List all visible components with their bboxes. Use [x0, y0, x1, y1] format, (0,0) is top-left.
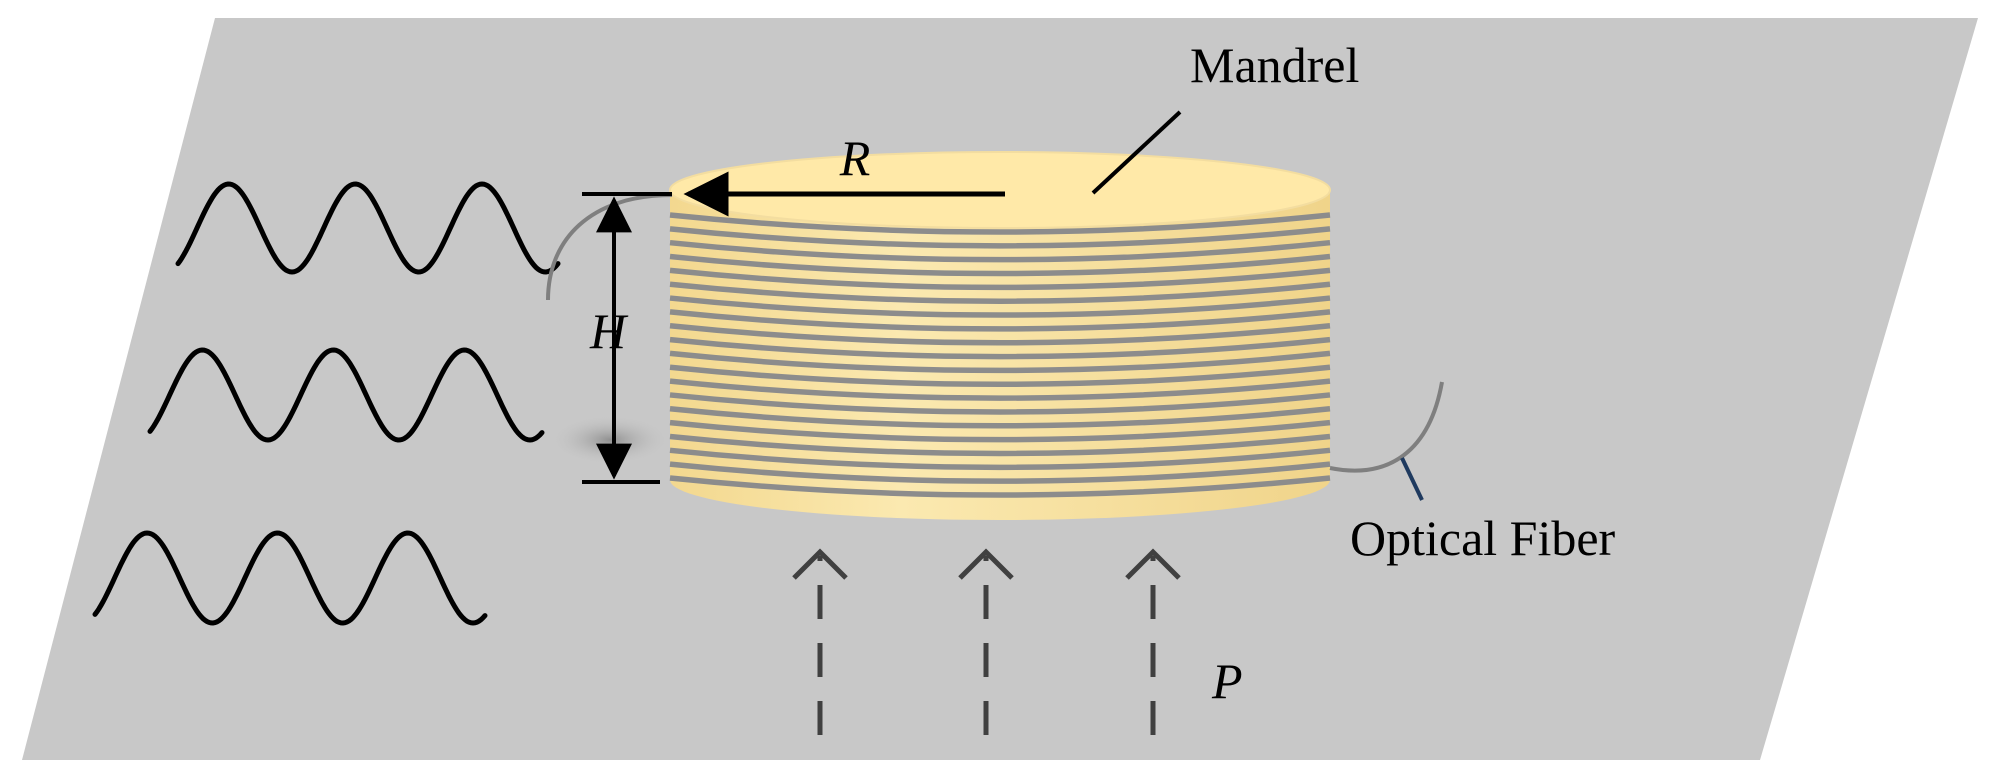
- fiber-winding: [669, 212, 1331, 235]
- fiber-winding: [669, 336, 1331, 360]
- height-label: H: [589, 303, 629, 359]
- fiber-winding: [669, 350, 1331, 374]
- pressure-arrows: [792, 548, 1181, 735]
- pressure-arrow-head: [1125, 548, 1181, 580]
- fiber-winding: [669, 406, 1331, 429]
- fiber-winding: [669, 364, 1331, 388]
- fiber-winding: [669, 295, 1331, 318]
- optical-fiber-label: Optical Fiber: [1350, 510, 1616, 566]
- fiber-winding: [669, 447, 1331, 471]
- fiber-winding: [669, 239, 1331, 263]
- mandrel-top-face: [669, 151, 1331, 229]
- fiber-winding: [669, 419, 1331, 443]
- acoustic-wave: [92, 530, 488, 626]
- fiber-winding: [669, 392, 1331, 415]
- fiber-winding: [669, 226, 1331, 249]
- fiber-winding: [669, 281, 1331, 304]
- fiber-windings: [669, 212, 1331, 498]
- radius-label: R: [839, 130, 871, 186]
- fiber-winding: [669, 267, 1331, 291]
- fiber-winding: [669, 378, 1331, 401]
- fiber-winding: [669, 309, 1331, 332]
- pressure-arrow-head: [792, 548, 848, 580]
- acoustic-waves: [92, 181, 561, 626]
- fiber-lead-right: [1329, 381, 1444, 473]
- fiber-lead-left: [546, 193, 673, 301]
- pressure-arrow-head: [958, 548, 1014, 580]
- fiber-leader-line: [1400, 457, 1424, 501]
- pressure-label: P: [1211, 653, 1243, 709]
- mandrel-label: Mandrel: [1190, 37, 1359, 93]
- acoustic-wave: [175, 181, 561, 275]
- fiber-winding: [669, 323, 1331, 346]
- fiber-winding: [669, 475, 1331, 498]
- mandrel-shadow: [550, 415, 670, 465]
- acoustic-wave: [147, 347, 545, 443]
- mandrel-leader-line: [1091, 110, 1182, 195]
- mandrel: [669, 151, 1331, 520]
- fiber-winding: [669, 461, 1331, 484]
- fiber-winding: [669, 253, 1331, 277]
- fiber-winding: [669, 433, 1331, 457]
